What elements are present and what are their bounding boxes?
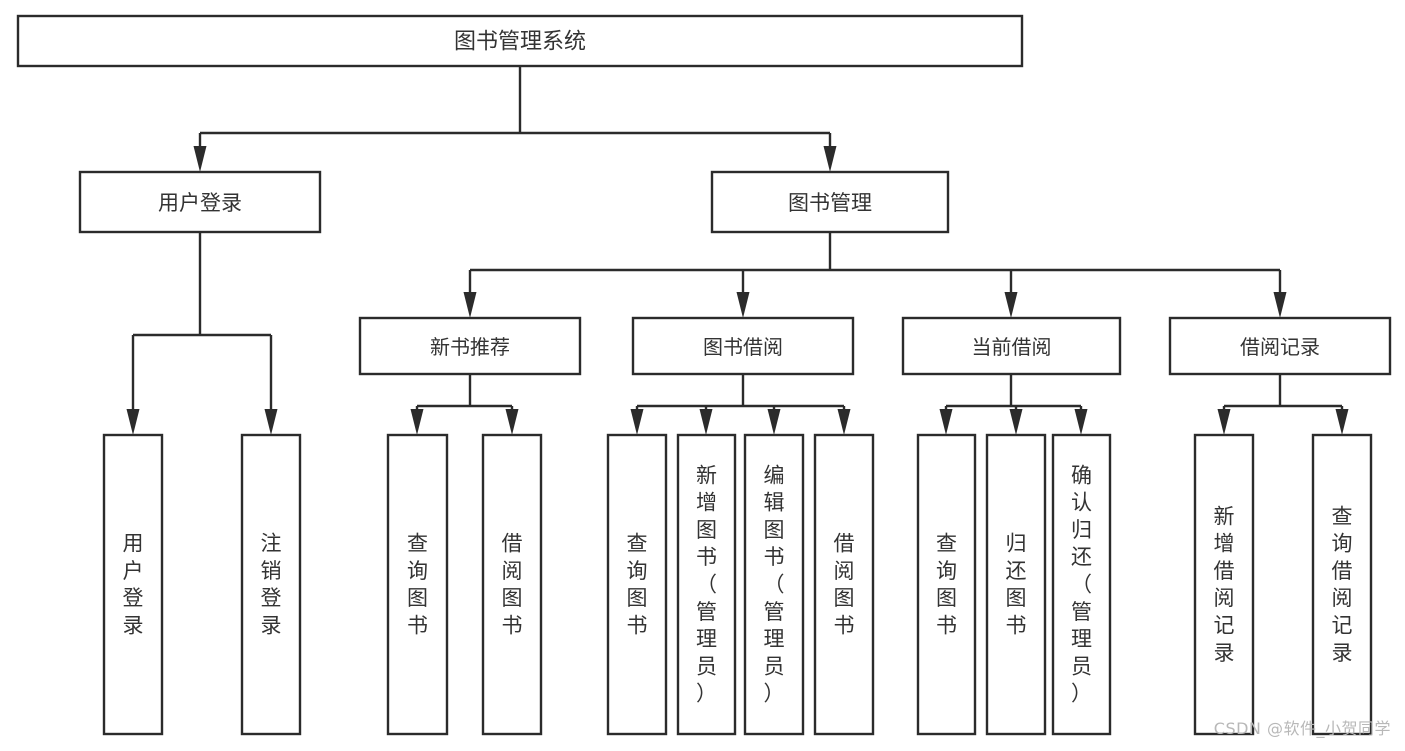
node-leaf-query-borrow-record[interactable]: 查询借阅记录 <box>1311 433 1373 736</box>
node-leaf-return-book[interactable]: 归还图书 <box>985 433 1047 736</box>
node-leaf-query-book-current[interactable]: 查询图书 <box>916 433 977 736</box>
node-user-login[interactable]: 用户登录 <box>78 170 322 234</box>
connector-edge-user-login-to-leaves <box>126 232 278 435</box>
node-label: 查询图书 <box>407 532 428 638</box>
node-label: 查询图书 <box>936 532 957 638</box>
node-box <box>481 433 543 736</box>
node-leaf-add-borrow-record[interactable]: 新增借阅记录 <box>1193 433 1255 736</box>
node-box <box>916 433 977 736</box>
node-box <box>240 433 302 736</box>
node-label: 归还图书 <box>1006 532 1027 638</box>
node-book-management[interactable]: 图书管理 <box>710 170 950 234</box>
node-label: 当前借阅 <box>972 335 1052 359</box>
node-leaf-borrow-book-recommend[interactable]: 借阅图书 <box>481 433 543 736</box>
node-layer: 图书管理系统用户登录图书管理新书推荐图书借阅当前借阅借阅记录用户登录注销登录查询… <box>16 14 1392 736</box>
node-box <box>16 14 1024 68</box>
node-borrow-record[interactable]: 借阅记录 <box>1168 316 1392 376</box>
node-box <box>1051 433 1112 736</box>
node-box <box>676 433 737 736</box>
node-label: 注销登录 <box>261 532 282 638</box>
node-box <box>985 433 1047 736</box>
node-label: 新书推荐 <box>430 335 510 359</box>
node-label: 图书借阅 <box>703 335 783 359</box>
connector-edge-borrow-record-to-leaves <box>1217 374 1349 435</box>
node-leaf-confirm-return[interactable]: 确认归还（管理员） <box>1051 433 1112 736</box>
node-leaf-user-login[interactable]: 用户登录 <box>102 433 164 736</box>
node-label: 查询图书 <box>627 532 648 638</box>
node-label: 用户登录 <box>123 532 144 638</box>
node-label: 新增借阅记录 <box>1214 504 1235 665</box>
node-label: 图书管理 <box>788 191 872 215</box>
node-label: 新增图书（管理员） <box>696 463 717 705</box>
node-current-borrow[interactable]: 当前借阅 <box>901 316 1122 376</box>
node-new-book-recommend[interactable]: 新书推荐 <box>358 316 582 376</box>
node-box <box>358 316 582 376</box>
node-box <box>102 433 164 736</box>
node-label: 确认归还（管理员） <box>1071 463 1092 705</box>
node-box <box>631 316 855 376</box>
connector-edge-book-borrow-to-leaves <box>630 374 851 435</box>
node-box <box>606 433 668 736</box>
node-leaf-add-book[interactable]: 新增图书（管理员） <box>676 433 737 736</box>
node-label: 图书管理系统 <box>454 30 586 55</box>
node-label: 借阅记录 <box>1240 335 1320 359</box>
node-box <box>1168 316 1392 376</box>
connector-edge-book-management-to-level2 <box>463 232 1287 318</box>
node-label: 查询借阅记录 <box>1332 504 1353 665</box>
node-book-borrow[interactable]: 图书借阅 <box>631 316 855 376</box>
node-box <box>386 433 449 736</box>
node-leaf-borrow-book[interactable]: 借阅图书 <box>813 433 875 736</box>
node-leaf-query-book-borrow[interactable]: 查询图书 <box>606 433 668 736</box>
connector-edge-root-to-level1 <box>193 66 837 172</box>
connector-layer <box>126 66 1349 435</box>
node-leaf-edit-book[interactable]: 编辑图书（管理员） <box>743 433 805 736</box>
node-box <box>901 316 1122 376</box>
connector-edge-new-book-recommend-to-leaves <box>410 374 519 435</box>
node-box <box>1193 433 1255 736</box>
node-leaf-logout[interactable]: 注销登录 <box>240 433 302 736</box>
node-box <box>743 433 805 736</box>
node-leaf-query-book-recommend[interactable]: 查询图书 <box>386 433 449 736</box>
node-root[interactable]: 图书管理系统 <box>16 14 1024 68</box>
node-label: 借阅图书 <box>502 532 523 638</box>
node-label: 用户登录 <box>158 191 242 215</box>
node-box <box>78 170 322 234</box>
node-box <box>1311 433 1373 736</box>
node-label: 编辑图书（管理员） <box>764 463 785 705</box>
node-label: 借阅图书 <box>834 532 855 638</box>
node-box <box>813 433 875 736</box>
node-box <box>710 170 950 234</box>
connector-edge-current-borrow-to-leaves <box>939 374 1088 435</box>
